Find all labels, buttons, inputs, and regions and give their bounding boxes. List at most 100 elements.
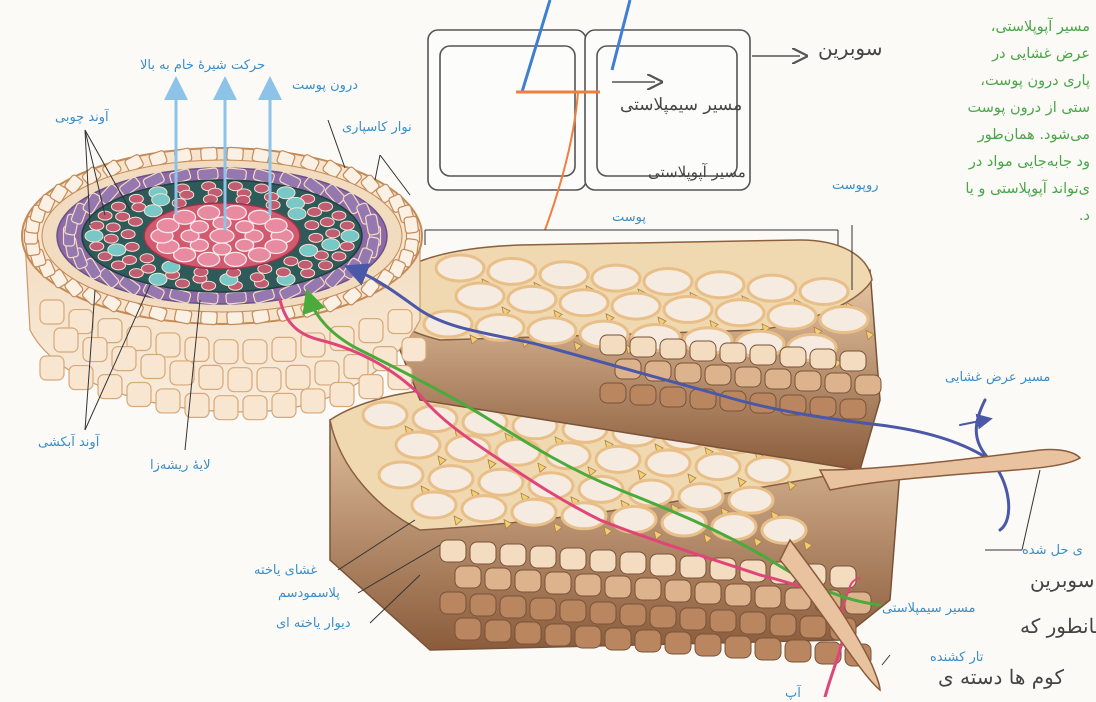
side-cell: [112, 347, 136, 371]
side-cell: [605, 628, 631, 650]
side-cell: [470, 594, 496, 616]
side-cell: [560, 600, 586, 622]
label-xylem: آوند چوبی: [55, 110, 109, 126]
side-cell: [770, 614, 796, 636]
vascular-cell: [125, 242, 139, 251]
vascular-cell: [172, 199, 186, 208]
side-cell: [214, 340, 238, 364]
stele-cell: [236, 239, 254, 251]
cortex-cell: [820, 307, 868, 333]
vascular-cell: [298, 260, 312, 269]
side-cell: [530, 598, 556, 620]
cortex-cell: [746, 457, 790, 483]
paragraph-line: د.: [890, 203, 1090, 230]
side-cell: [755, 586, 781, 608]
label-dissolved: ی حل شده: [1022, 543, 1083, 559]
side-cell: [359, 375, 383, 399]
xylem-cell: [144, 205, 162, 217]
cortex-cell: [729, 487, 773, 513]
cortex-cell: [712, 514, 756, 540]
handwriting-suberin: سوبرین: [818, 36, 882, 60]
side-cell: [560, 548, 586, 570]
side-cell: [127, 383, 151, 407]
label-root-hair: تار کشنده: [930, 650, 983, 666]
epidermis-cell: [201, 311, 218, 325]
vascular-cell: [320, 218, 334, 227]
side-cell: [228, 368, 252, 392]
epidermis-cell: [201, 147, 218, 161]
cortex-cell: [540, 262, 588, 288]
vascular-cell: [266, 200, 280, 209]
side-cell: [765, 369, 791, 389]
side-cell: [840, 399, 866, 419]
side-cell: [665, 580, 691, 602]
vascular-cell: [340, 221, 354, 230]
side-cell: [635, 630, 661, 652]
side-cell: [620, 552, 646, 574]
side-cell: [257, 368, 281, 392]
endodermis-cell: [226, 168, 247, 181]
cortex-cell: [436, 255, 484, 281]
side-cell: [272, 337, 296, 361]
xylem-cell: [322, 239, 340, 251]
cortex-cell: [412, 492, 456, 518]
side-cell: [740, 612, 766, 634]
vascular-cell: [90, 221, 104, 230]
stele-cell: [213, 217, 231, 229]
label-upward-sap: حرکت شیرهٔ خام به بالا: [140, 58, 265, 74]
stele-cell: [213, 243, 231, 255]
side-cell: [635, 578, 661, 600]
cortex-cell: [512, 499, 556, 525]
cortex-cell: [456, 283, 504, 309]
side-cell: [575, 574, 601, 596]
side-cell: [40, 356, 64, 380]
cortex-cell: [592, 265, 640, 291]
side-cell: [286, 365, 310, 389]
side-cell: [500, 544, 526, 566]
side-cell: [575, 626, 601, 648]
stele-cell: [265, 219, 287, 233]
vascular-cell: [122, 256, 136, 265]
side-cell: [600, 383, 626, 403]
side-cell: [855, 375, 881, 395]
side-cell: [810, 397, 836, 417]
vascular-cell: [250, 273, 264, 282]
paragraph-line: ستی از درون پوست: [890, 95, 1090, 122]
side-cell: [605, 576, 631, 598]
side-cell: [243, 396, 267, 420]
paragraph-line: عرض غشایی در: [890, 41, 1090, 68]
xylem-cell: [152, 194, 170, 206]
side-cell: [40, 300, 64, 324]
vascular-cell: [121, 230, 135, 239]
vascular-cell: [309, 233, 323, 242]
vascular-cell: [305, 221, 319, 230]
side-cell: [810, 349, 836, 369]
vascular-cell: [116, 212, 130, 221]
side-cell: [485, 620, 511, 642]
vascular-cell: [129, 194, 143, 203]
side-cell: [840, 351, 866, 371]
label-cell-membrane: غشای یاخته: [254, 563, 317, 579]
epidermis-cell: [227, 147, 244, 161]
description-paragraph: مسیر آپوپلاستی، عرض غشایی در پاری درون پ…: [890, 14, 1090, 230]
transmembrane-path-end: [976, 400, 990, 460]
side-cell: [825, 373, 851, 393]
side-cell: [470, 542, 496, 564]
label-symplast-path: مسیر سیمپلاستی: [882, 601, 975, 617]
side-cell: [660, 387, 686, 407]
side-cell: [630, 385, 656, 405]
side-cell: [500, 596, 526, 618]
side-cell: [695, 582, 721, 604]
vascular-cell: [301, 269, 315, 278]
cortex-cell: [508, 286, 556, 312]
label-casparian-strip: نوار کاسپاری: [342, 120, 412, 136]
side-cell: [330, 383, 354, 407]
side-cell: [750, 345, 776, 365]
cortex-cell: [462, 496, 506, 522]
side-cell: [830, 566, 856, 588]
vascular-cell: [340, 242, 354, 251]
endodermis-cell: [226, 291, 247, 304]
cortex-cell: [528, 318, 576, 344]
side-cell: [170, 361, 194, 385]
xylem-cell: [277, 187, 295, 199]
